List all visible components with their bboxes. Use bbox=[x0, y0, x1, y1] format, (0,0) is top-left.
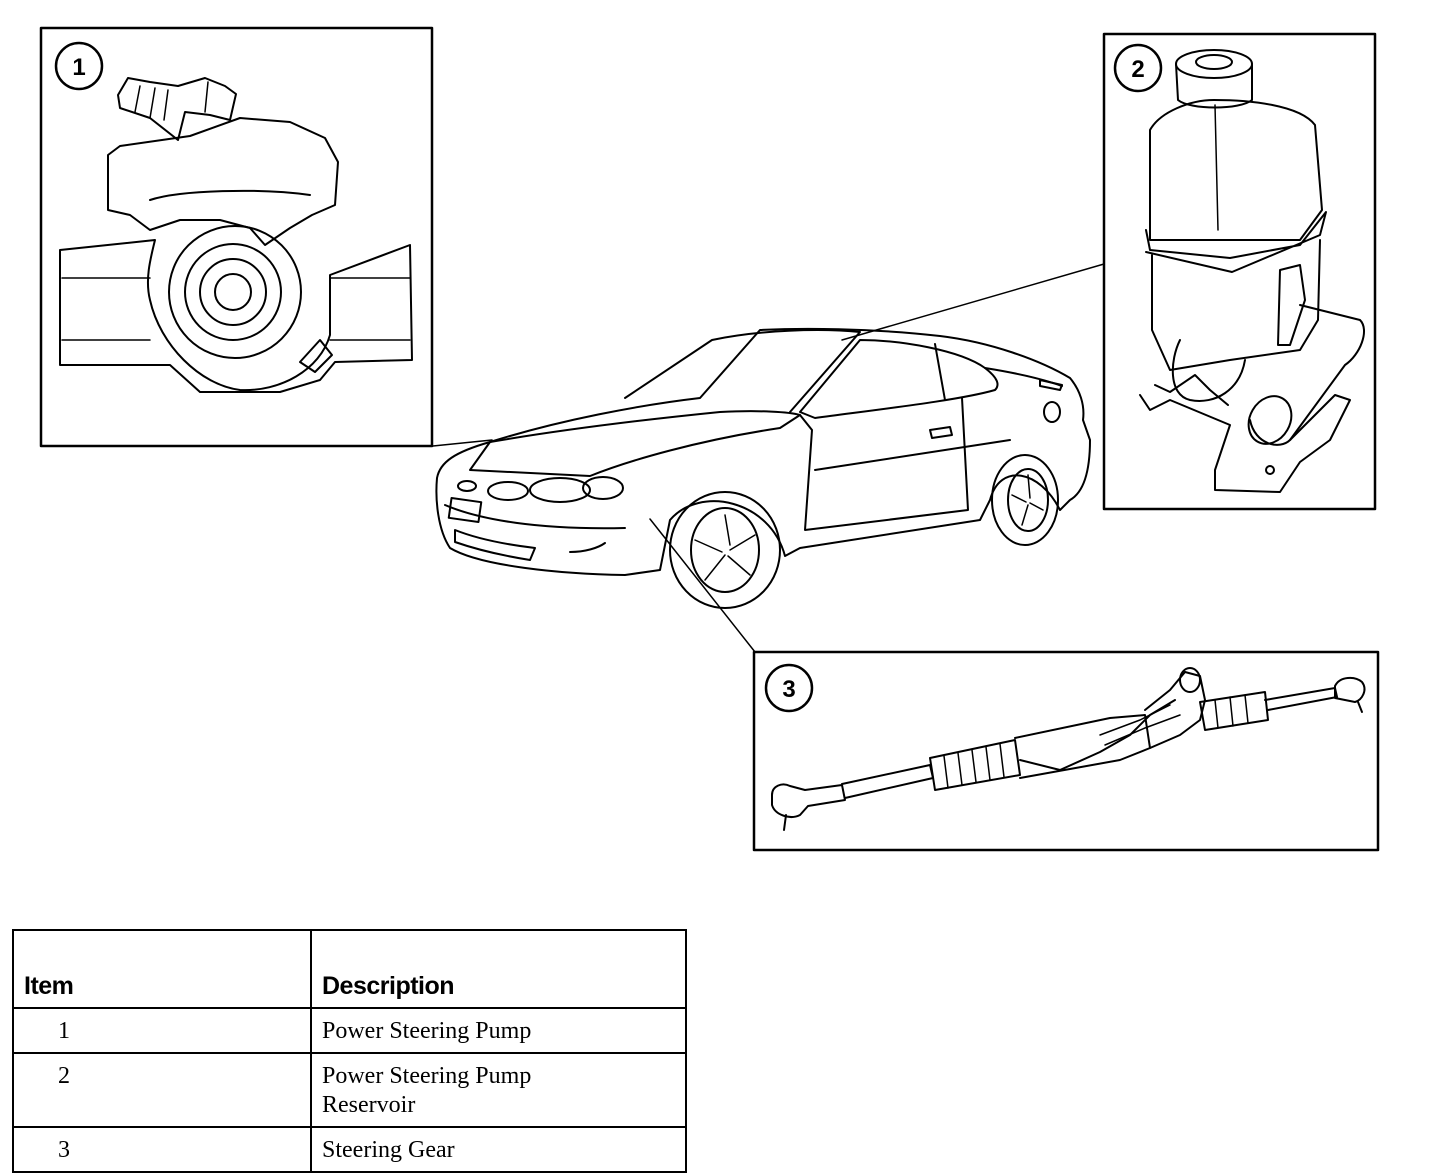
pump-body bbox=[59, 239, 413, 393]
pump-pulley-inner bbox=[199, 258, 267, 326]
car-headlight-left bbox=[529, 477, 591, 503]
pump-pulley-outer bbox=[168, 225, 302, 359]
tie-rod-end-right bbox=[1334, 676, 1366, 703]
valve-body bbox=[1144, 671, 1206, 749]
car-b-pillar bbox=[934, 343, 946, 401]
legend-description-line: Power Steering Pump bbox=[322, 1063, 532, 1089]
car-rear-rim bbox=[1007, 468, 1049, 532]
callout-number-1: 1 bbox=[72, 54, 85, 81]
reservoir-bracket bbox=[1277, 264, 1306, 346]
car-door bbox=[799, 397, 969, 531]
legend-item-number: 2 bbox=[12, 1052, 312, 1128]
reservoir-pipe-end bbox=[1247, 395, 1293, 445]
pump-pulley-mid bbox=[184, 243, 282, 341]
pump-pulley-hub bbox=[214, 273, 252, 311]
reservoir-tank-edge bbox=[1214, 104, 1219, 231]
tie-rod-end-left bbox=[771, 783, 846, 818]
legend-header-description: Description bbox=[310, 929, 687, 1009]
legend-header-row: Item Description bbox=[12, 929, 687, 1009]
detail-frame-1 bbox=[39, 26, 434, 448]
car-grille bbox=[454, 529, 536, 561]
reservoir-outlet-pipe bbox=[1171, 304, 1365, 446]
car-foglight bbox=[487, 481, 529, 501]
pump-hose-fitting bbox=[117, 77, 237, 141]
pump-housing-arc bbox=[149, 189, 311, 201]
callout-circle-1 bbox=[54, 41, 104, 91]
tie-rod-stem-right bbox=[1357, 701, 1363, 713]
boot-left bbox=[929, 739, 1021, 791]
car-rear-tire bbox=[991, 454, 1059, 546]
car-side-scoop bbox=[569, 542, 606, 553]
power-steering-pump-drawing bbox=[59, 77, 413, 393]
callout-circle-3 bbox=[764, 663, 814, 713]
car-bumper bbox=[444, 504, 626, 530]
reservoir-tank bbox=[1149, 99, 1323, 241]
input-shaft bbox=[1179, 667, 1201, 693]
tie-rod-stem-left bbox=[783, 814, 787, 831]
car-parking-light bbox=[457, 480, 477, 492]
callout-number-2: 2 bbox=[1131, 56, 1144, 83]
legend-item-description: Steering Gear bbox=[310, 1126, 687, 1173]
reservoir-cap-hole bbox=[1195, 54, 1233, 70]
reservoir-lower-body bbox=[1151, 239, 1321, 371]
rack-housing bbox=[1014, 714, 1151, 779]
car-front-rim bbox=[690, 507, 760, 593]
reservoir-band bbox=[1145, 211, 1327, 273]
leader-line-2 bbox=[841, 263, 1105, 341]
leader-line-1 bbox=[432, 439, 493, 447]
legend-item-number: 1 bbox=[12, 1007, 312, 1054]
car-spoiler bbox=[1039, 379, 1063, 391]
car-headlight-right bbox=[582, 476, 624, 500]
legend-item-description: Power Steering Pump bbox=[310, 1007, 687, 1054]
callout-circle-2 bbox=[1113, 43, 1163, 93]
reservoir-mount-plate bbox=[1139, 394, 1351, 493]
legend-header-item: Item bbox=[12, 929, 312, 1009]
reservoir-drawing bbox=[1139, 49, 1365, 493]
reservoir-mount-hole bbox=[1265, 465, 1275, 475]
component-location-diagram: 1 2 bbox=[39, 26, 1380, 852]
car-hood bbox=[469, 410, 801, 477]
pump-right-ribs bbox=[329, 277, 411, 341]
car-body-trim bbox=[814, 439, 1011, 471]
detail-box-1: 1 bbox=[39, 26, 434, 448]
legend-table: Item Description 1 Power Steering Pump 2… bbox=[12, 929, 687, 1173]
boot-right-ribs bbox=[1214, 694, 1249, 729]
pump-mount-tab bbox=[299, 339, 333, 373]
tie-rod-right bbox=[1264, 687, 1338, 711]
detail-frame-3 bbox=[752, 650, 1380, 852]
tie-rod-left bbox=[841, 764, 934, 799]
car-body bbox=[435, 327, 1091, 576]
leader-lines bbox=[432, 263, 1105, 653]
detail-frame-2 bbox=[1102, 32, 1377, 511]
car-illustration bbox=[435, 327, 1091, 609]
car-side-window bbox=[799, 339, 999, 419]
car-fuel-door bbox=[1043, 401, 1061, 423]
callout-number-3: 3 bbox=[782, 676, 795, 703]
pump-top-housing bbox=[107, 117, 339, 246]
car-front-tire bbox=[669, 491, 781, 609]
valve-lines bbox=[1099, 704, 1181, 746]
boot-left-ribs bbox=[943, 743, 1005, 789]
boot-right bbox=[1199, 691, 1269, 731]
pump-fitting-ribs bbox=[134, 81, 209, 121]
pump-left-ribs bbox=[61, 277, 151, 341]
car-rear-spokes bbox=[1011, 474, 1044, 526]
car-front-spokes bbox=[694, 514, 756, 581]
steering-gear-drawing bbox=[771, 667, 1366, 831]
table-row: 1 Power Steering Pump bbox=[12, 1007, 687, 1054]
legend-description-line: Reservoir bbox=[322, 1092, 416, 1118]
car-door-handle bbox=[929, 426, 953, 439]
leader-line-3 bbox=[649, 518, 756, 653]
detail-box-2: 2 bbox=[1102, 32, 1377, 511]
car-license-plate bbox=[447, 497, 483, 523]
reservoir-clip bbox=[1154, 374, 1229, 406]
rack-bracket bbox=[1019, 699, 1176, 771]
detail-box-3: 3 bbox=[752, 650, 1380, 852]
table-row: 3 Steering Gear bbox=[12, 1126, 687, 1173]
legend-item-number: 3 bbox=[12, 1126, 312, 1173]
car-windshield bbox=[624, 329, 861, 413]
